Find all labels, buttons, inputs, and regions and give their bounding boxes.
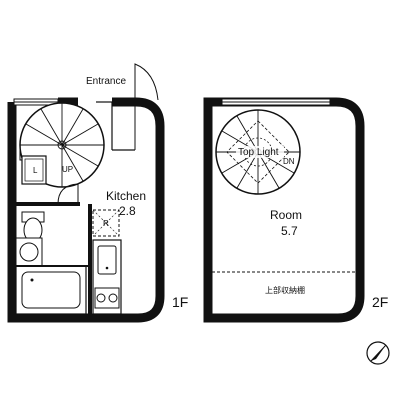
kitchen-size: 2.8 <box>119 204 136 218</box>
locker-label: L <box>33 166 38 175</box>
stair-up-label: UP <box>62 165 73 174</box>
room-label: Room <box>270 208 302 222</box>
fridge-space <box>92 209 120 237</box>
floor2-walls <box>203 97 365 323</box>
compass-north-icon <box>366 341 390 365</box>
kitchen-counter <box>92 239 122 315</box>
storage-label: 上部収納棚 <box>265 285 305 295</box>
kitchen-label: Kitchen <box>106 189 146 203</box>
entrance-door[interactable] <box>96 63 159 151</box>
entrance-label: Entrance <box>86 76 126 87</box>
fridge-label: R <box>103 219 109 228</box>
floor1-walls <box>7 97 165 323</box>
bathtub <box>15 265 87 315</box>
locker <box>21 155 47 185</box>
floor1-label: 1F <box>172 294 188 310</box>
toilet <box>21 211 45 243</box>
top-light-label: Top Light <box>238 147 279 158</box>
wash-basin <box>15 237 43 267</box>
bathroom-door[interactable] <box>57 183 79 205</box>
floor2-label: 2F <box>372 294 388 310</box>
floor-1: Entrance UP L <box>7 63 188 323</box>
stair-down-label: DN <box>283 157 295 166</box>
floor-2: Top Light DN Room 5.7 上部収納棚 2F <box>203 97 388 323</box>
room-size: 5.7 <box>281 224 298 238</box>
